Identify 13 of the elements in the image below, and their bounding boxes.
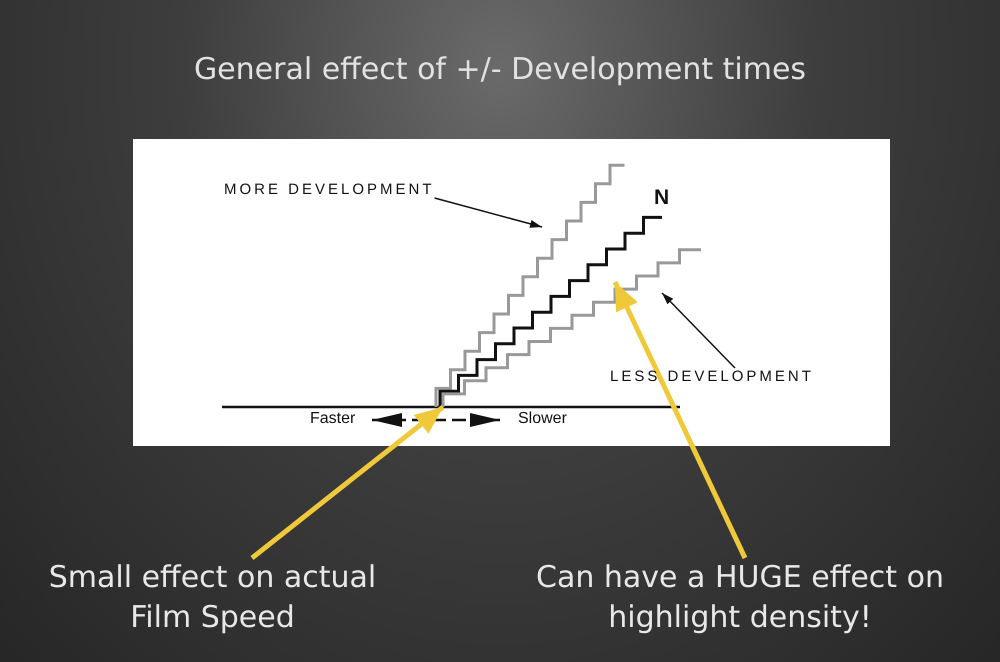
annotation-text: LESS DEVELOPMENT xyxy=(610,368,814,385)
callout-arrow xyxy=(612,280,748,560)
slide-title: General effect of +/- Development times xyxy=(192,52,808,87)
curve-label: N xyxy=(654,186,670,210)
callout-text: Can have a HUGE effect on highlight density! xyxy=(520,558,960,638)
callout-arrow xyxy=(250,405,445,560)
leader-arrow xyxy=(434,197,542,228)
leader-arrow xyxy=(661,292,736,369)
axis-label: Slower xyxy=(518,410,567,428)
callout-text: Small effect on actual Film Speed xyxy=(20,558,405,638)
annotation-text: MORE DEVELOPMENT xyxy=(224,181,435,198)
characteristic-curve xyxy=(438,216,662,407)
axis-label: Faster xyxy=(310,410,356,428)
